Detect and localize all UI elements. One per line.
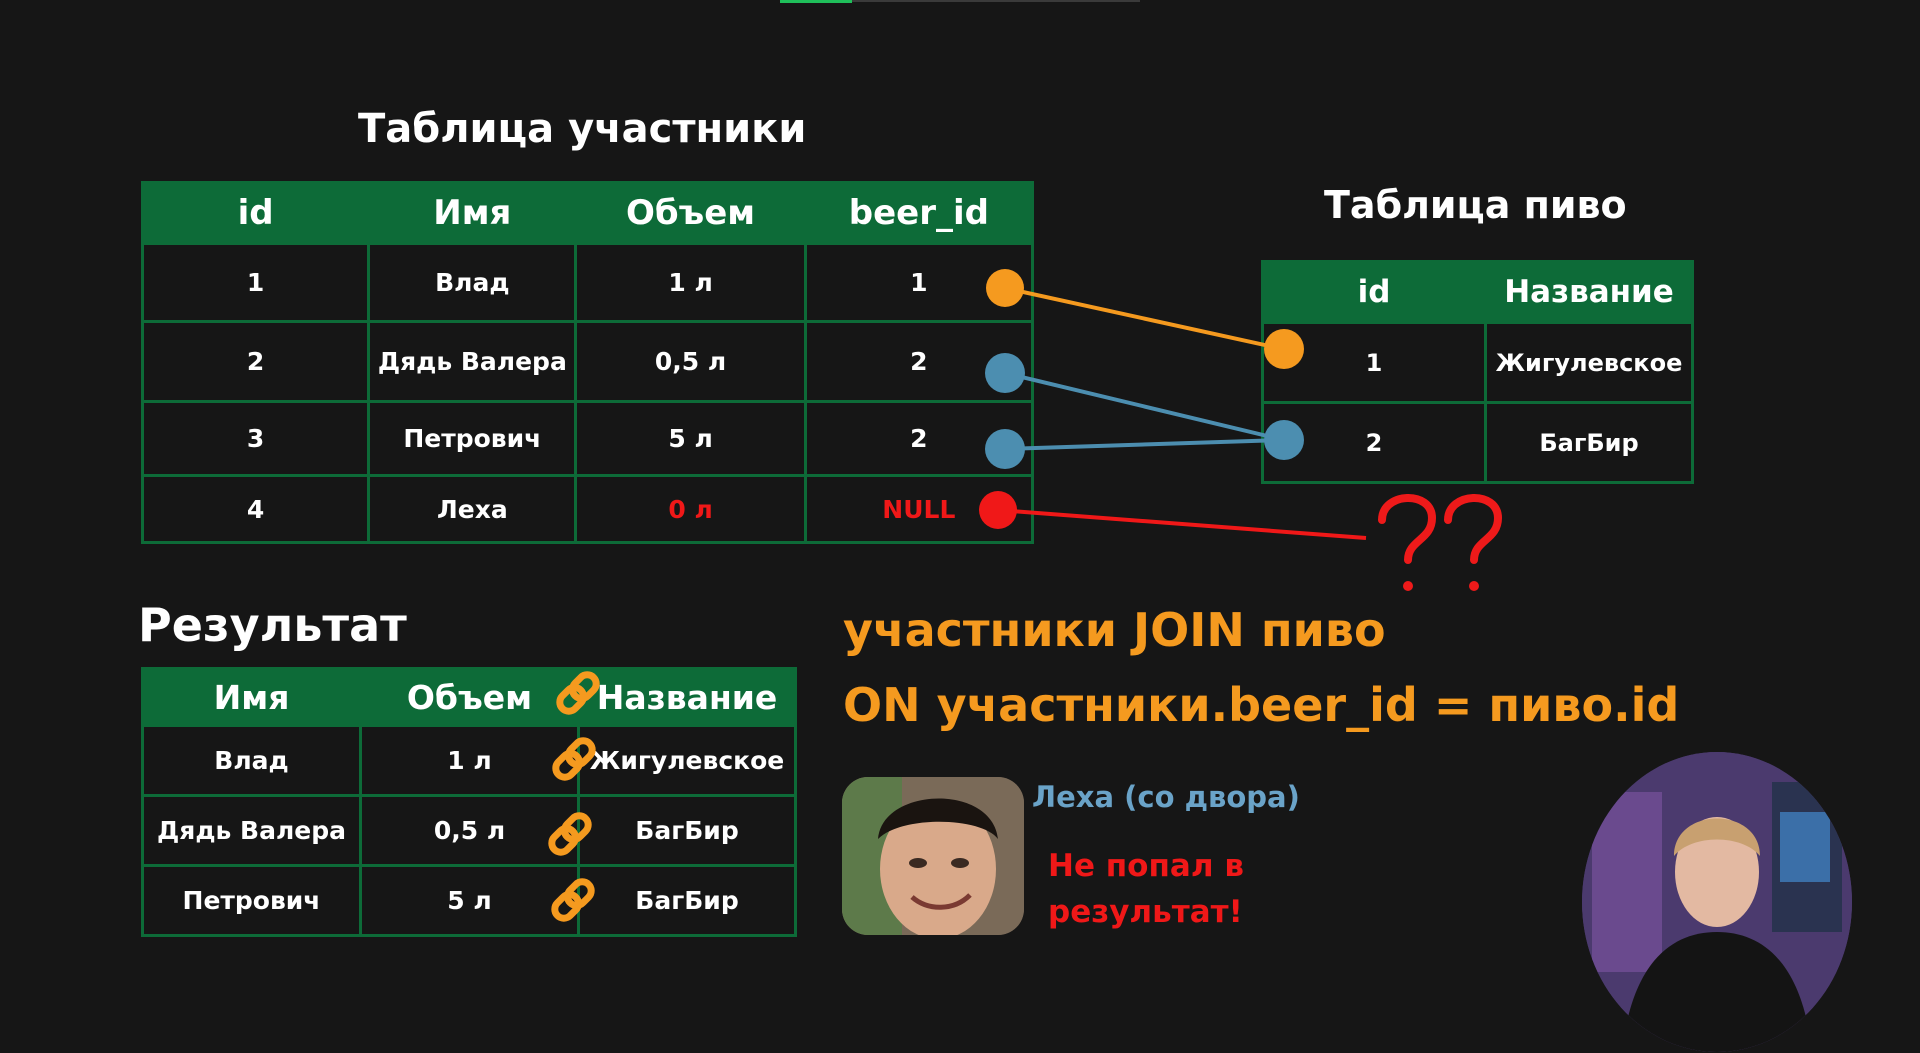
result-header-row: Имя Объем Название <box>141 667 797 727</box>
result-table: Имя Объем Название Влад 1 л Жигулевское … <box>141 667 797 937</box>
members-header-name: Имя <box>367 181 578 245</box>
result-cell-name: Дядь Валера <box>141 794 362 867</box>
beer-row-2: 2 БагБир <box>1261 401 1694 484</box>
members-row-4: 4 Леха 0 л NULL <box>140 474 1035 544</box>
presenter-webcam <box>1582 752 1852 1052</box>
link-line-blue-row2 <box>1004 371 1285 442</box>
result-cell-name: Петрович <box>141 864 362 937</box>
beer-header-name: Название <box>1484 260 1694 324</box>
result-cell-beer-name: БагБир <box>577 864 797 937</box>
members-cell-id: 2 <box>140 320 371 403</box>
members-cell-name: Леха <box>367 474 578 544</box>
members-cell-volume: 0,5 л <box>574 320 807 403</box>
sql-query-line-1: участники JOIN пиво <box>843 603 1386 657</box>
members-cell-id: 4 <box>140 474 371 544</box>
beer-table-title: Таблица пиво <box>1324 183 1627 227</box>
result-cell-name: Влад <box>141 724 362 797</box>
members-cell-name: Петрович <box>367 400 578 477</box>
result-row-1: Влад 1 л Жигулевское <box>141 724 797 797</box>
members-table: id Имя Объем beer_id 1 Влад 1 л 1 2 Дядь… <box>140 181 1035 544</box>
link-line-orange <box>1004 286 1284 351</box>
not-in-result-message: Не попал в результат! <box>1048 848 1244 930</box>
result-cell-beer-name: БагБир <box>577 794 797 867</box>
members-cell-beer-id: 2 <box>803 320 1035 403</box>
link-line-blue-row3 <box>1004 438 1285 451</box>
members-cell-id: 1 <box>140 242 371 323</box>
question-mark-icon <box>1378 494 1503 591</box>
members-header-volume: Объем <box>574 181 807 245</box>
members-row-2: 2 Дядь Валера 0,5 л 2 <box>140 320 1035 403</box>
beer-header-id: id <box>1261 260 1487 324</box>
beer-table: id Название 1 Жигулевское 2 БагБир <box>1261 260 1694 484</box>
members-cell-id: 3 <box>140 400 371 477</box>
sql-query-line-2: ON участники.beer_id = пиво.id <box>843 678 1680 732</box>
members-header-row: id Имя Объем beer_id <box>140 181 1035 245</box>
video-progress-track <box>780 0 1140 2</box>
link-line-red-null <box>997 508 1367 540</box>
result-cell-volume: 1 л <box>359 724 580 797</box>
result-cell-beer-name: Жигулевское <box>577 724 797 797</box>
members-table-title: Таблица участники <box>358 106 807 152</box>
beer-cell-id: 2 <box>1261 401 1487 484</box>
members-header-beer-id: beer_id <box>803 181 1035 245</box>
beer-cell-name: БагБир <box>1484 401 1694 484</box>
meme-caption-name: Леха (со двора) <box>1032 780 1300 814</box>
result-cell-volume: 0,5 л <box>359 794 580 867</box>
members-header-id: id <box>140 181 371 245</box>
members-cell-beer-id-null: NULL <box>803 474 1035 544</box>
members-cell-beer-id: 2 <box>803 400 1035 477</box>
result-title: Результат <box>138 598 407 652</box>
beer-row-1: 1 Жигулевское <box>1261 321 1694 404</box>
meme-photo <box>842 777 1024 935</box>
video-progress-accent <box>780 0 852 3</box>
members-row-3: 3 Петрович 5 л 2 <box>140 400 1035 477</box>
members-cell-beer-id: 1 <box>803 242 1035 323</box>
result-cell-volume: 5 л <box>359 864 580 937</box>
members-cell-volume-zero: 0 л <box>574 474 807 544</box>
beer-header-row: id Название <box>1261 260 1694 324</box>
members-cell-name: Дядь Валера <box>367 320 578 403</box>
members-row-1: 1 Влад 1 л 1 <box>140 242 1035 323</box>
result-header-beer-name: Название <box>577 667 797 727</box>
members-cell-volume: 5 л <box>574 400 807 477</box>
beer-cell-id: 1 <box>1261 321 1487 404</box>
result-row-2: Дядь Валера 0,5 л БагБир <box>141 794 797 867</box>
result-row-3: Петрович 5 л БагБир <box>141 864 797 937</box>
members-cell-volume: 1 л <box>574 242 807 323</box>
result-header-name: Имя <box>141 667 362 727</box>
members-cell-name: Влад <box>367 242 578 323</box>
beer-cell-name: Жигулевское <box>1484 321 1694 404</box>
result-header-volume: Объем <box>359 667 580 727</box>
